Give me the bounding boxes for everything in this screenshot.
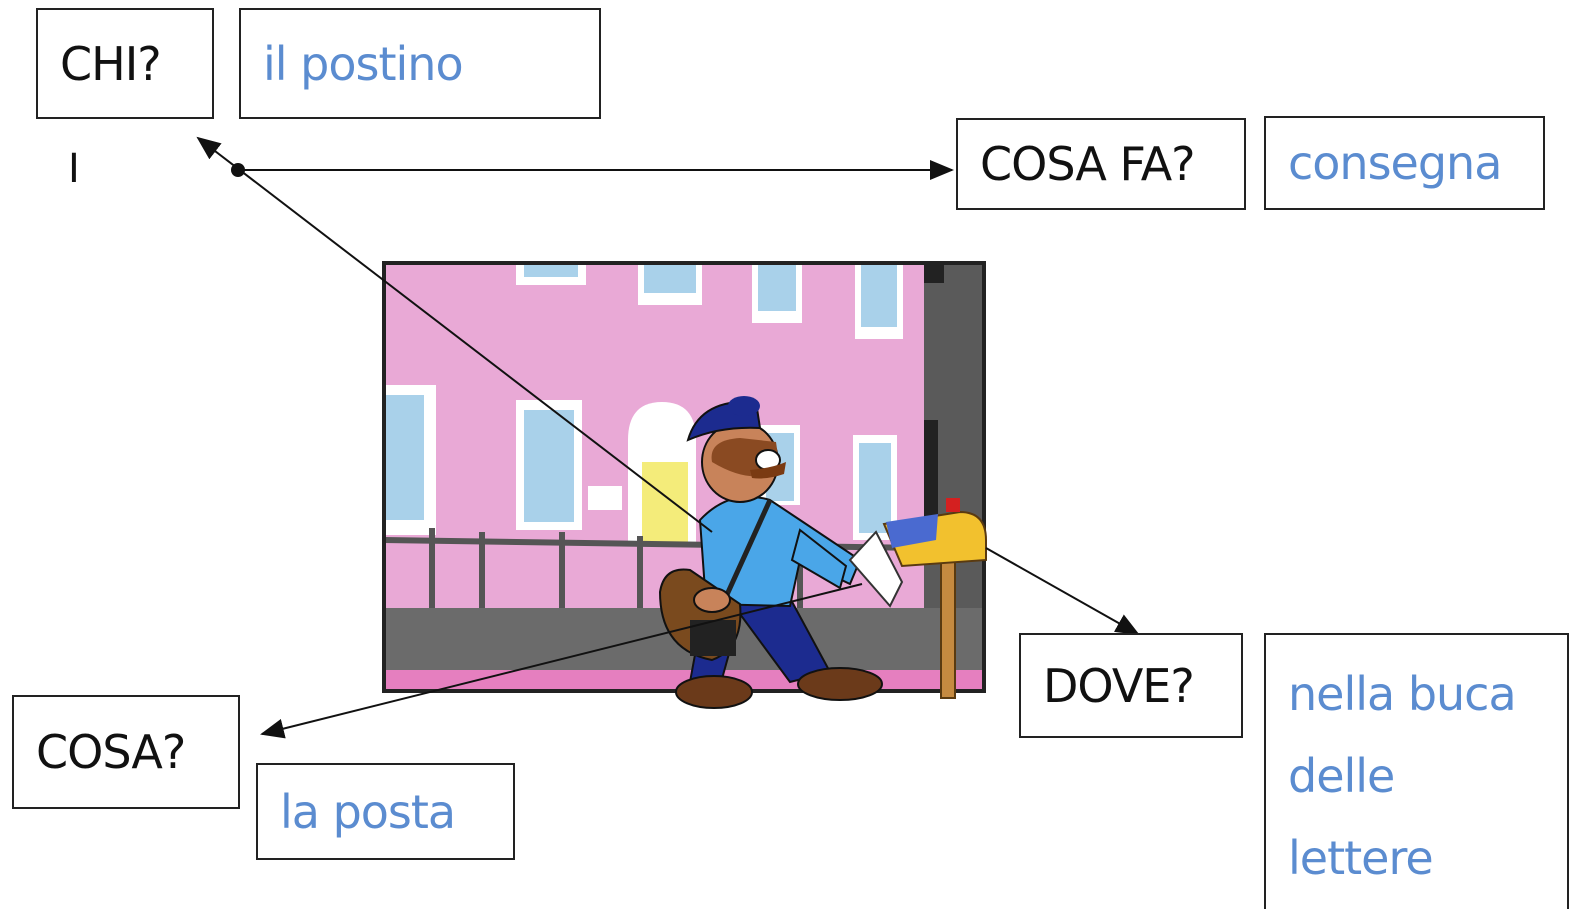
arrow-to-dove <box>985 547 1140 635</box>
question-cosa: COSA? <box>36 725 186 779</box>
answer-cosa-fa-box[interactable]: consegna <box>1264 116 1545 210</box>
answer-dove-line-1: nella buca <box>1288 667 1517 721</box>
arrow-to-cosa <box>260 583 863 739</box>
answer-cosa-box[interactable]: la posta <box>256 763 515 860</box>
question-chi: CHI? <box>60 36 162 91</box>
arrow-to-chi <box>196 136 713 533</box>
question-dove: DOVE? <box>1043 658 1195 713</box>
question-cosa-fa: COSA FA? <box>980 137 1196 191</box>
answer-chi-box[interactable]: il postino <box>239 8 601 119</box>
question-chi-box: CHI? <box>36 8 214 119</box>
connector-arrows <box>196 136 1140 739</box>
answer-cosa-fa: consegna <box>1288 136 1502 190</box>
question-dove-box: DOVE? <box>1019 633 1243 738</box>
text-cursor-mark: I <box>68 146 80 192</box>
answer-cosa: la posta <box>280 784 456 839</box>
postman-figure <box>658 396 904 709</box>
answer-dove-line-2: delle <box>1288 749 1395 803</box>
mailbox <box>882 498 987 699</box>
arrow-origin-dot <box>231 163 245 177</box>
question-cosa-box: COSA? <box>12 695 240 809</box>
answer-dove-box[interactable]: nella buca delle lettere <box>1264 633 1569 909</box>
answer-dove-line-3: lettere <box>1288 831 1434 885</box>
question-cosa-fa-box: COSA FA? <box>956 118 1246 210</box>
answer-chi: il postino <box>263 36 464 91</box>
